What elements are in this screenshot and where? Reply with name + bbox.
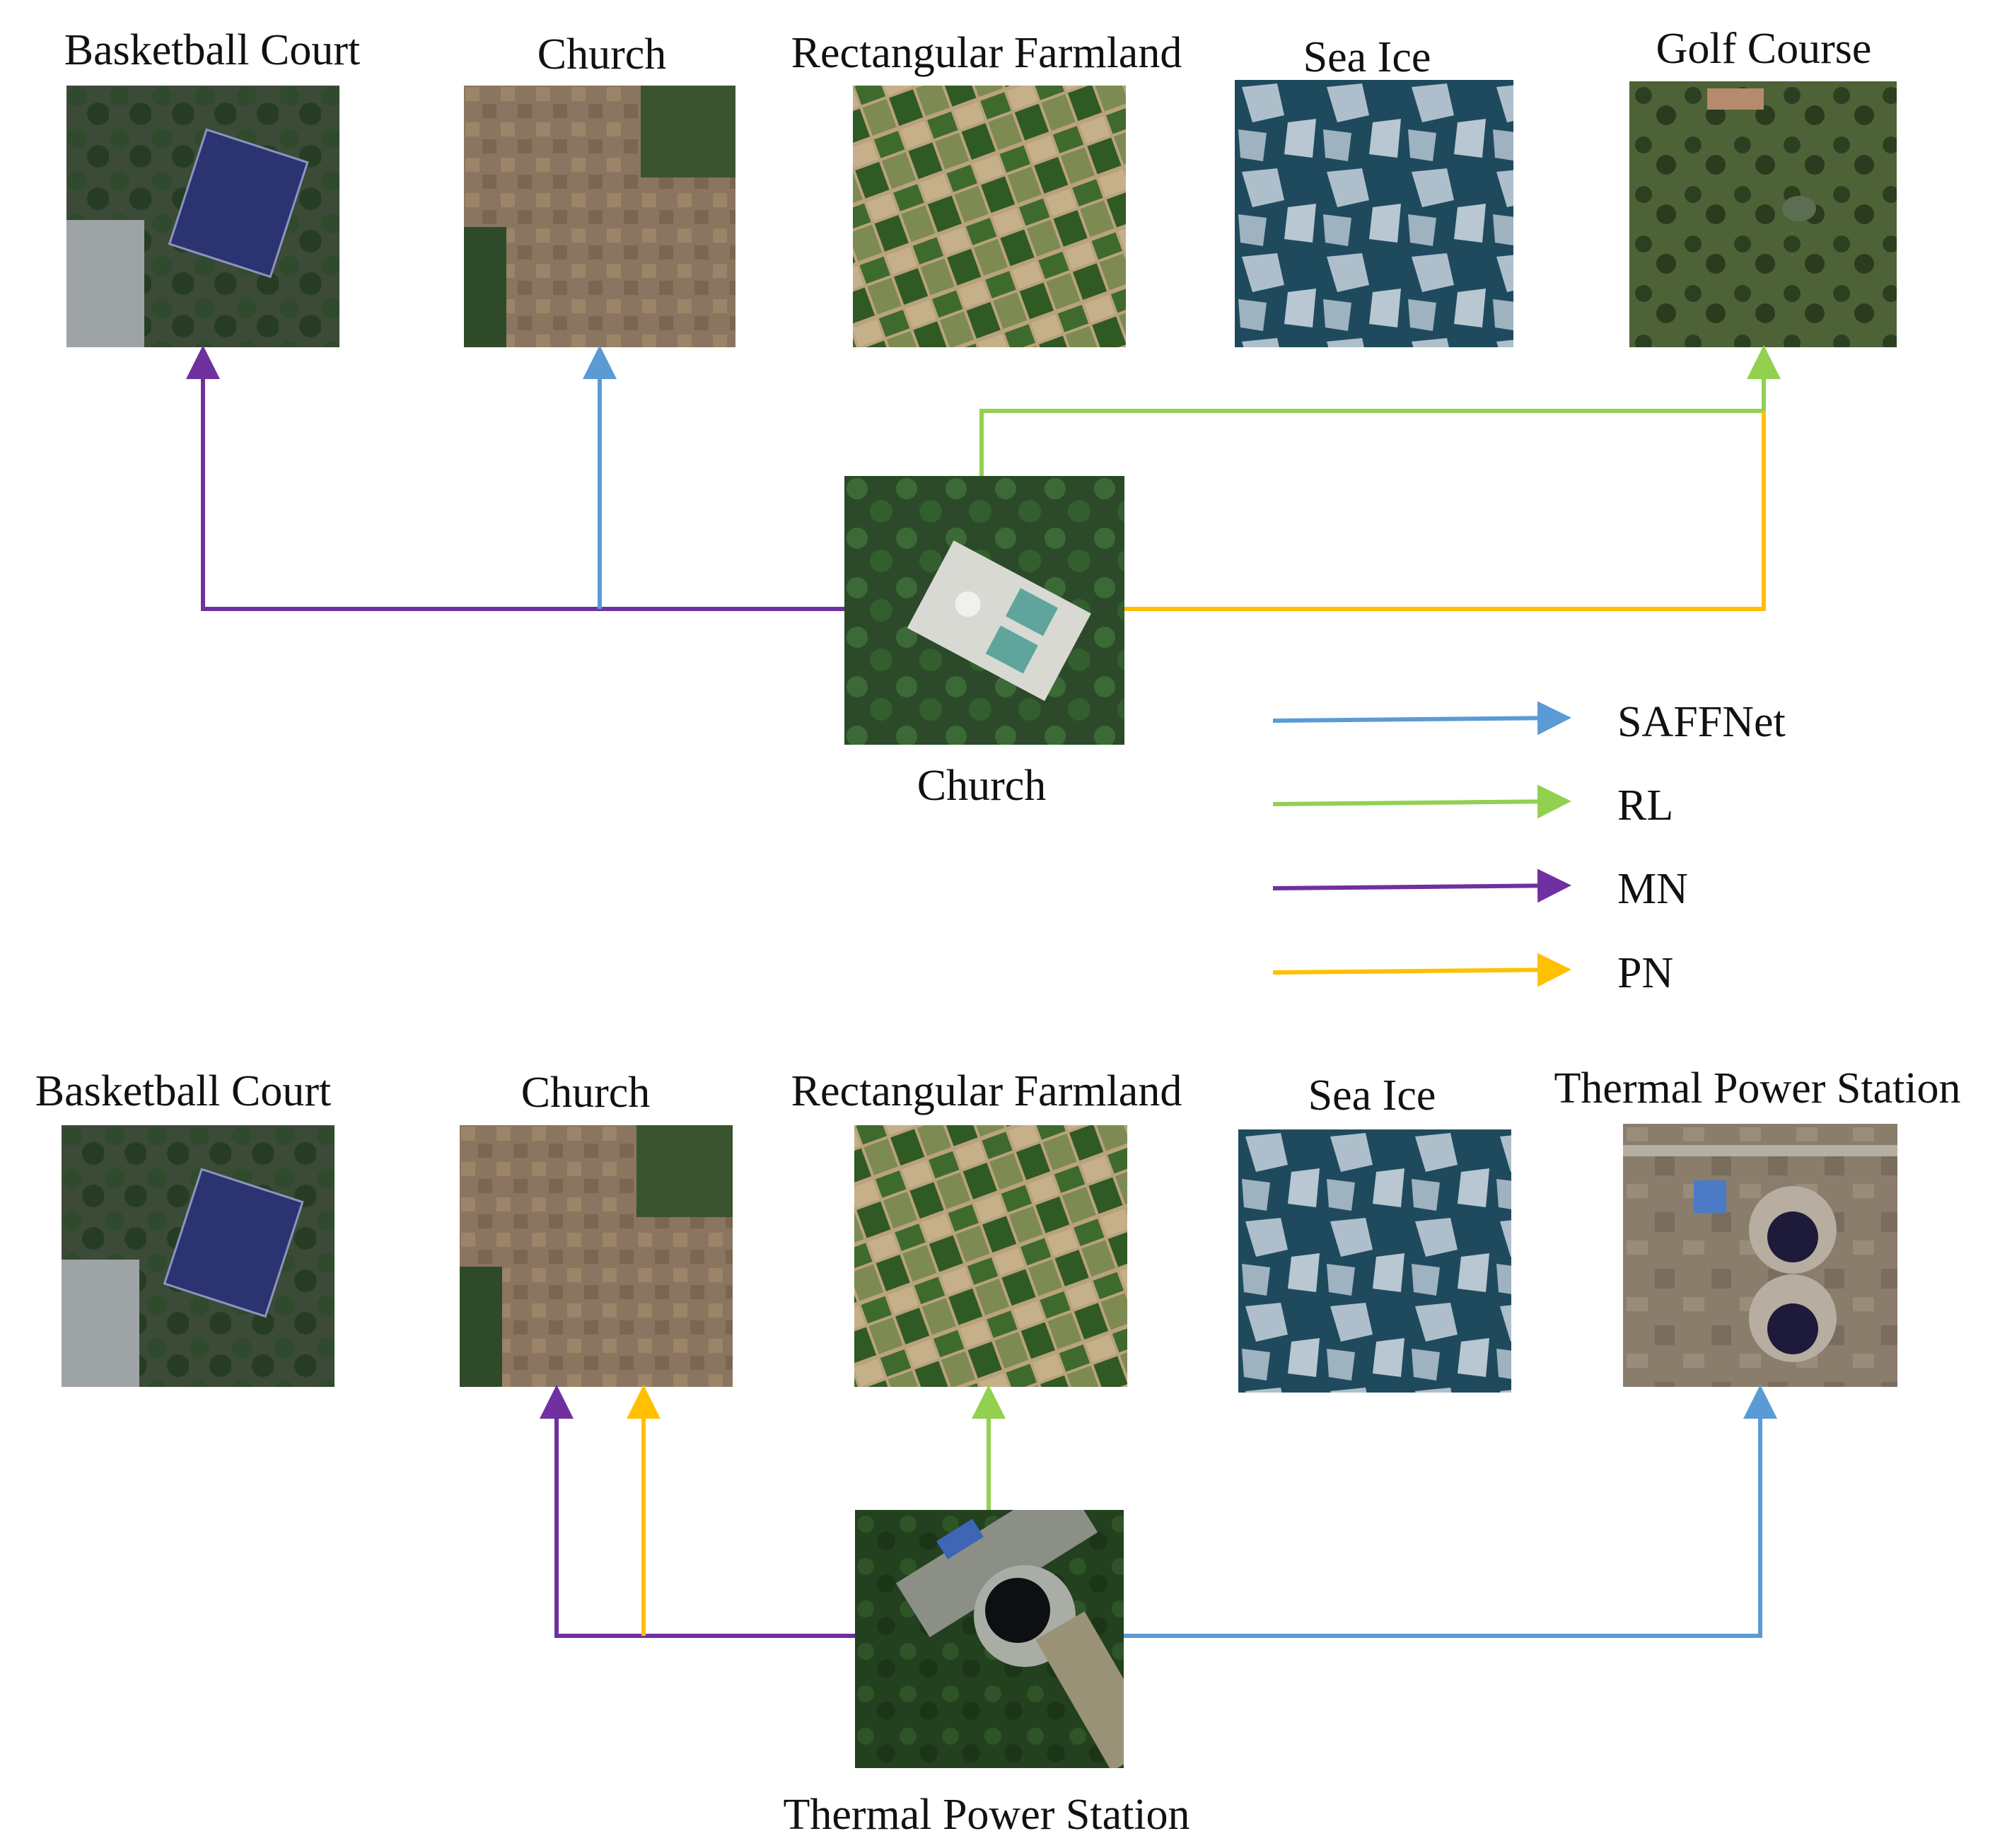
query-label: Church [917,762,1047,810]
candidate-image-thermal-power-station [1623,1124,1897,1387]
candidate-image-sea-ice [1238,1129,1511,1393]
arrow-mn-example2 [540,1385,855,1638]
legend-label-mn: MN [1617,865,1688,913]
legend-label-pn: PN [1617,949,1674,997]
arrow-rl-example1 [979,345,1781,476]
candidate-label: Thermal Power Station [1554,1064,1961,1112]
candidate-image-sea-ice [1235,80,1513,347]
legend-swatch-pn [1272,953,1571,987]
arrow-saffnet-example2 [1124,1385,1777,1638]
candidate-image-basketball-court [66,86,339,347]
candidate-label: Rectangular Farmland [791,1067,1182,1115]
candidate-label: Sea Ice [1308,1071,1436,1120]
query-image-thermal-power-station [855,1510,1124,1768]
candidate-label: Basketball Court [64,26,361,74]
candidate-label: Golf Course [1656,25,1872,73]
candidate-image-church [464,86,735,347]
candidate-label: Rectangular Farmland [791,29,1182,77]
legend-swatch-rl [1272,784,1571,819]
legend-label-rl: RL [1617,781,1674,830]
legend-label-saffnet: SAFFNet [1617,698,1786,746]
candidate-image-church [460,1125,733,1387]
query-image-church [844,476,1124,745]
arrow-mn-example1 [186,345,844,611]
candidate-image-rectangular-farmland [854,1125,1127,1387]
candidate-label: Basketball Court [35,1067,332,1115]
candidate-label: Church [537,30,667,79]
arrow-pn-example1 [1124,411,1766,611]
candidate-image-basketball-court [62,1125,335,1387]
candidate-image-golf-course [1629,81,1897,347]
legend-swatch-saffnet [1272,701,1571,736]
candidate-label: Church [520,1069,651,1117]
candidate-label: Sea Ice [1303,33,1431,81]
candidate-image-rectangular-farmland [853,86,1126,347]
query-label: Thermal Power Station [783,1791,1190,1839]
legend-swatch-mn [1272,868,1571,903]
